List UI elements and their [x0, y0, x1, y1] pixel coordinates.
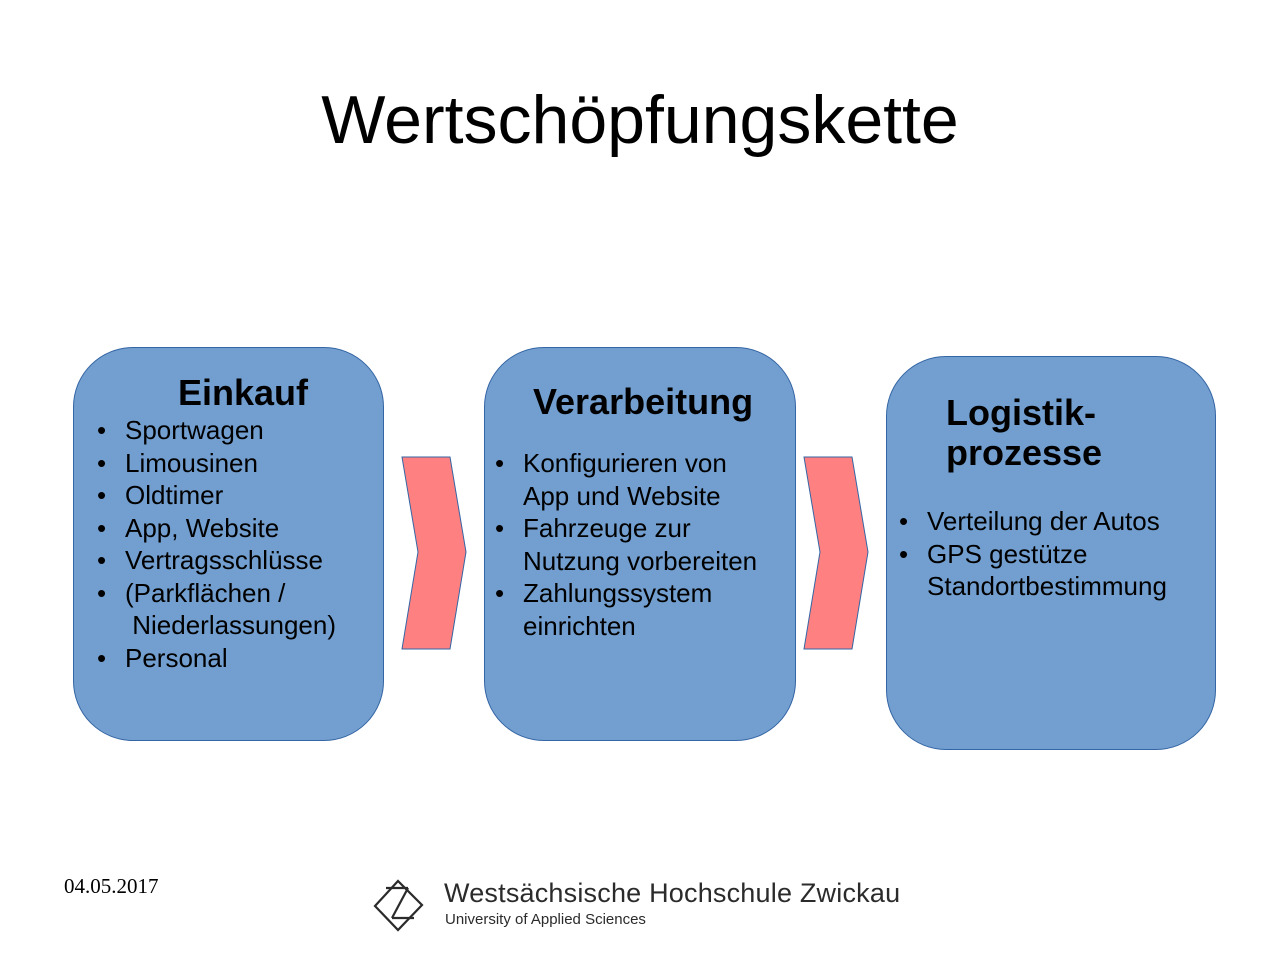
list-item-continuation: Niederlassungen)	[125, 610, 337, 640]
stage-heading-verarbeitung: Verarbeitung	[533, 381, 754, 422]
slide-date: 04.05.2017	[64, 874, 159, 898]
university-name: Westsächsische Hochschule Zwickau	[444, 878, 901, 908]
university-logo-icon	[373, 879, 424, 932]
list-item: Sportwagen	[95, 414, 380, 447]
list-item: Limousinen	[95, 447, 380, 480]
list-item: Vertragsschlüsse	[95, 544, 380, 577]
stage-heading-line: Logistik-	[946, 392, 1096, 433]
list-item-continuation: Standortbestimmung	[927, 571, 1167, 601]
list-item: Konfigurieren von	[493, 447, 793, 480]
list-item: Zahlungssystem	[493, 577, 793, 610]
stage-heading-line: prozesse	[946, 432, 1103, 473]
stage-list-einkauf: Sportwagen Limousinen Oldtimer App, Webs…	[95, 414, 380, 674]
list-item: GPS gestütze	[897, 538, 1215, 571]
list-item-continuation: einrichten	[523, 610, 636, 641]
stage-heading-einkauf: Einkauf	[178, 372, 309, 413]
chevron-arrow-icon	[401, 456, 467, 650]
list-item: (Parkflächen /	[95, 577, 380, 610]
stage-heading-logistik: Logistik- prozesse	[946, 393, 1102, 473]
list-item: Verteilung der Autos	[897, 505, 1215, 538]
list-item-continuation: Nutzung vorbereiten	[523, 545, 758, 576]
stage-list-verarbeitung: Konfigurieren von App und Website Fahrze…	[493, 447, 793, 642]
list-item: Fahrzeuge zur	[493, 512, 793, 545]
list-item: App, Website	[95, 512, 380, 545]
list-item: Personal	[95, 642, 380, 675]
slide-title: Wertschöpfungskette	[321, 82, 959, 158]
list-item: Oldtimer	[95, 479, 380, 512]
stage-list-logistik: Verteilung der Autos GPS gestütze Stando…	[897, 505, 1215, 603]
chevron-arrow-icon	[803, 456, 869, 650]
list-item-continuation: App und Website	[523, 480, 721, 511]
university-subtitle: University of Applied Sciences	[445, 911, 646, 928]
